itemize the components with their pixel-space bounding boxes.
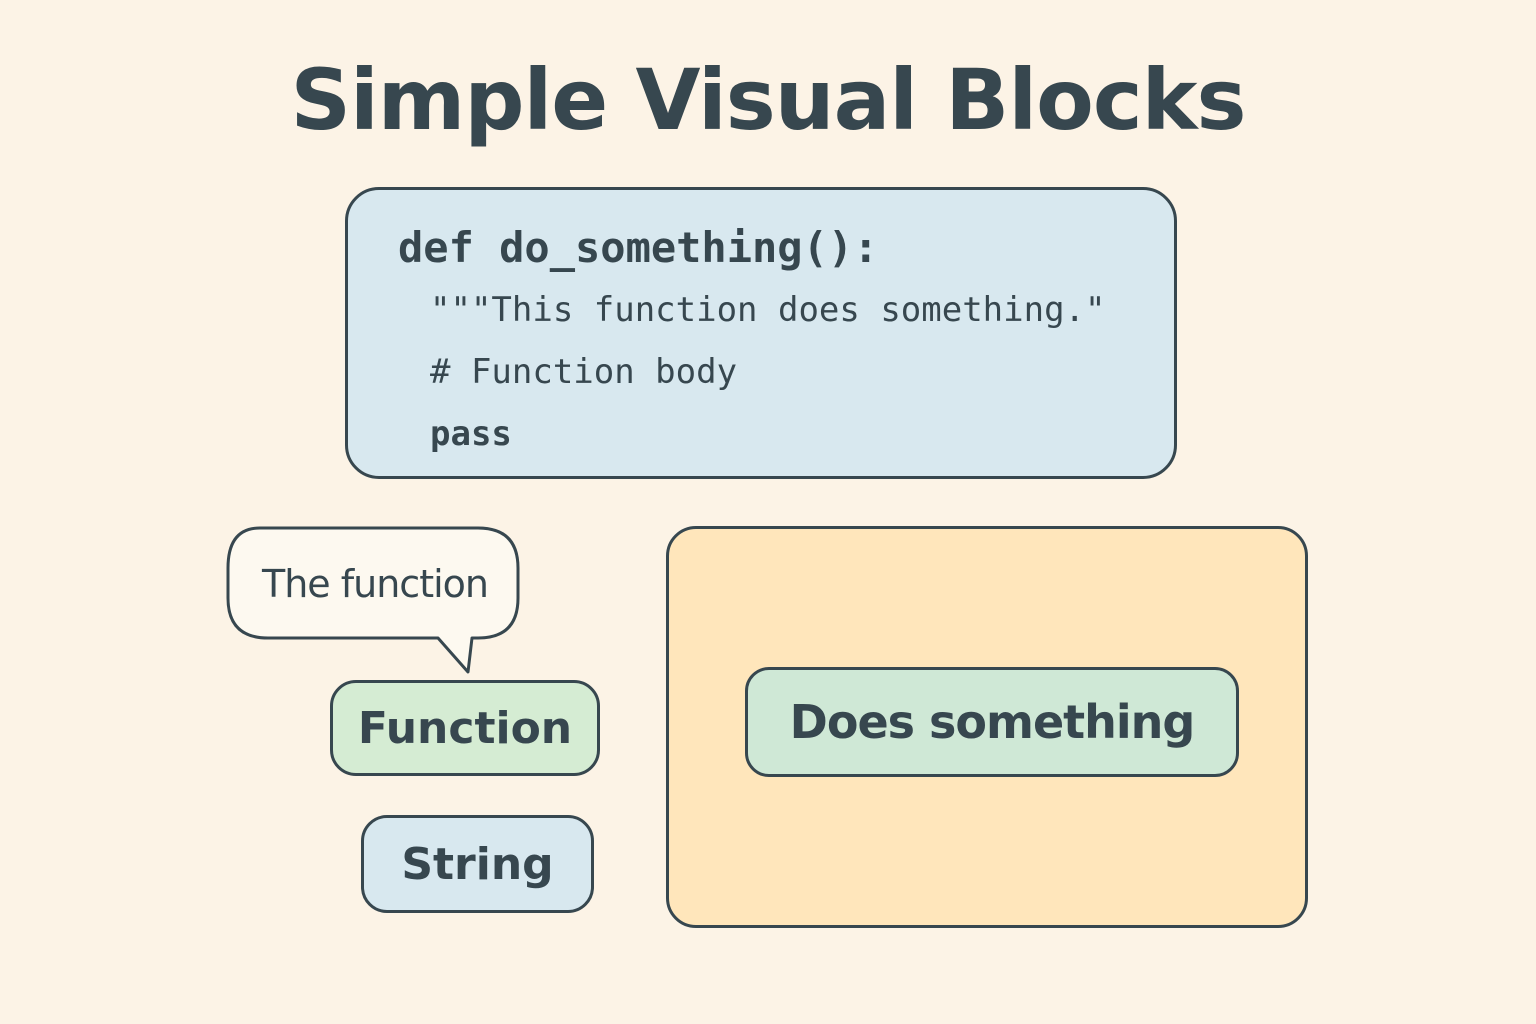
page-title: Simple Visual Blocks xyxy=(290,51,1247,149)
code-line-comment: # Function body xyxy=(430,352,738,392)
callout-text: The function xyxy=(262,562,489,606)
code-line-pass: pass xyxy=(430,414,512,454)
callout-bubble xyxy=(226,526,520,674)
function-chip: Function xyxy=(330,680,600,776)
string-chip: String xyxy=(361,815,594,913)
callout-bubble-shape xyxy=(226,526,520,674)
does-something-label: Does something xyxy=(745,667,1239,777)
code-block: def do_something(): """This function doe… xyxy=(345,187,1177,479)
code-line-docstring: """This function does something." xyxy=(430,290,1106,330)
output-panel: Does something xyxy=(666,526,1308,928)
code-line-def: def do_something(): xyxy=(398,223,879,272)
